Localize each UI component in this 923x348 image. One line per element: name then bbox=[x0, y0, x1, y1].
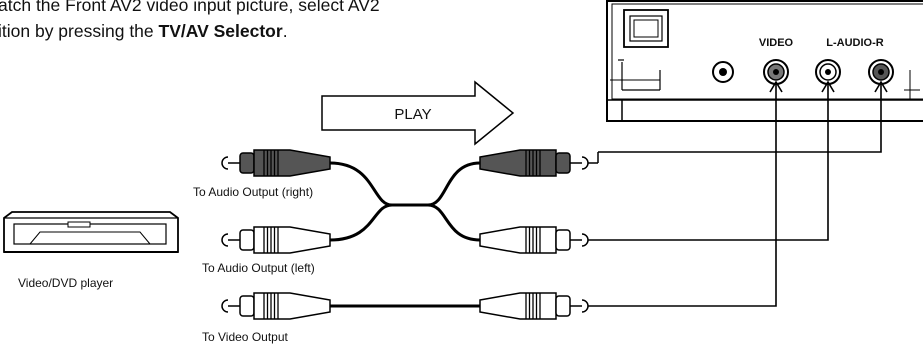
audio-right-input-jack-icon bbox=[868, 59, 894, 85]
y-cable bbox=[329, 161, 481, 242]
instruction-text: atch the Front AV2 video input picture, … bbox=[0, 0, 380, 44]
tv-rear-panel bbox=[606, 0, 923, 122]
play-arrow: PLAY bbox=[321, 80, 515, 146]
right-plug-audio-left-icon bbox=[479, 226, 598, 254]
audio-jack-label: L-AUDIO-R bbox=[826, 37, 883, 49]
panel-wires bbox=[598, 80, 888, 307]
tv-av-selector-label: TV/AV Selector bbox=[158, 21, 283, 41]
instruction-line-1: atch the Front AV2 video input picture, … bbox=[0, 0, 380, 15]
unlabeled-jack-icon bbox=[712, 61, 734, 83]
audio-right-output-label: To Audio Output (right) bbox=[193, 185, 313, 199]
instruction-line-2: ition by pressing the TV/AV Selector. bbox=[0, 21, 288, 41]
video-input-jack-icon bbox=[763, 59, 789, 85]
right-plug-video-icon bbox=[479, 292, 598, 320]
video-output-label: To Video Output bbox=[202, 330, 289, 344]
right-plug-audio-right-icon bbox=[479, 149, 599, 177]
left-plug-audio-right-icon bbox=[221, 149, 331, 177]
audio-left-input-jack-icon bbox=[815, 59, 841, 85]
left-plug-audio-left-icon bbox=[221, 226, 331, 254]
dvd-player-icon bbox=[3, 211, 179, 253]
play-label: PLAY bbox=[394, 106, 431, 123]
video-jack-label: VIDEO bbox=[759, 37, 794, 49]
dvd-player-label: Video/DVD player bbox=[18, 276, 113, 290]
left-plug-video-icon bbox=[221, 292, 331, 320]
audio-left-output-label: To Audio Output (left) bbox=[202, 261, 315, 275]
